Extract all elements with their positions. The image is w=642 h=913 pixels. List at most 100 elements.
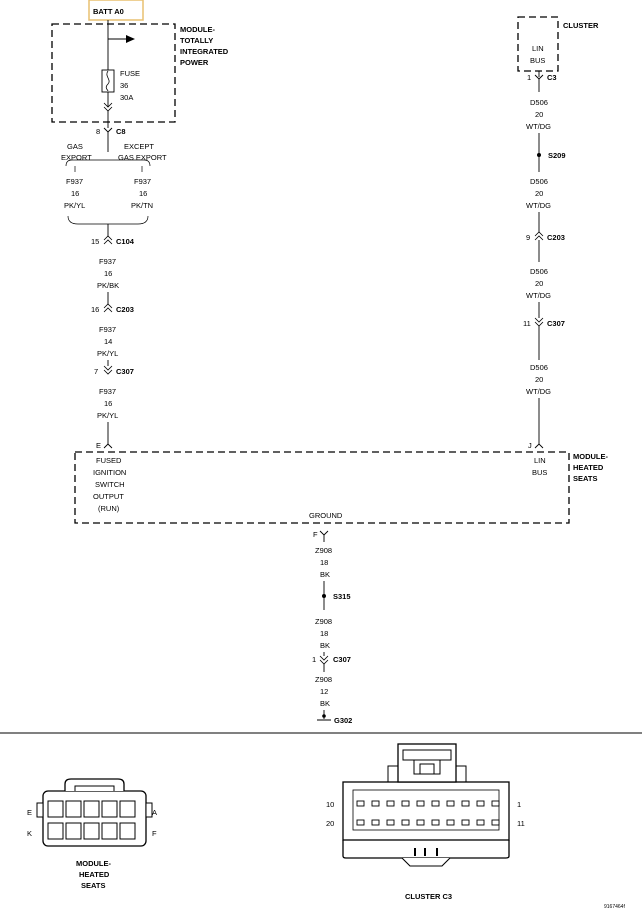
wire-z908-c-circuit: Z908	[315, 675, 332, 684]
wire-d506-c-color: WT/DG	[526, 291, 551, 300]
tipm-title-4: POWER	[180, 58, 209, 67]
c307-left-pin: 7	[94, 367, 98, 376]
c104-name: C104	[116, 237, 135, 246]
c203-left-connector-icon	[103, 303, 113, 313]
seats-connector-pin-f: F	[152, 829, 157, 838]
wire-d506-d-color: WT/DG	[526, 387, 551, 396]
seats-connector-caption-2: HEATED	[79, 870, 110, 879]
fuse-rating: 30A	[120, 93, 133, 102]
pin-j-label: J	[528, 441, 532, 450]
s209-splice-icon	[537, 153, 541, 157]
c307-right-pin: 11	[523, 319, 531, 328]
pin-e-label: E	[96, 441, 101, 450]
heated-seats-lin-2: BUS	[532, 468, 547, 477]
batt-label-box	[88, 0, 144, 21]
fuse-number: 36	[120, 81, 128, 90]
wire-d506-c-circuit: D506	[530, 267, 548, 276]
c104-pin: 15	[91, 237, 99, 246]
c307-left-connector-icon	[103, 365, 113, 375]
wire-z908-a-gauge: 18	[320, 558, 328, 567]
wire-d506-b-color: WT/DG	[526, 201, 551, 210]
c307-ground-name: C307	[333, 655, 351, 664]
seats-connector-pin-k: K	[27, 829, 32, 838]
tipm-title-2: TOTALLY	[180, 36, 213, 45]
option-gas-1: GAS	[67, 142, 83, 151]
c104-connector-icon	[103, 235, 113, 245]
wire-d506-a-circuit: D506	[530, 98, 548, 107]
wire-z908-a-color: BK	[320, 570, 330, 579]
heated-seats-title-1: MODULE-	[573, 452, 608, 461]
wire-d506-d-circuit: D506	[530, 363, 548, 372]
wire-f937-b-color: PK/TN	[131, 201, 153, 210]
seats-connector-caption-3: SEATS	[81, 881, 105, 890]
heated-seats-ground-label: GROUND	[309, 511, 343, 520]
wire-z908-c-color: BK	[320, 699, 330, 708]
bus-arrow-icon	[126, 35, 135, 43]
wire-f937-d-circuit: F937	[99, 325, 116, 334]
wire-f937-e-gauge: 16	[104, 399, 112, 408]
wire-f937-a-circuit: F937	[66, 177, 83, 186]
g302-label: G302	[334, 716, 352, 725]
wire-f937-a-color: PK/YL	[64, 201, 85, 210]
wire-z908-b-color: BK	[320, 641, 330, 650]
wire-z908-c-gauge: 12	[320, 687, 328, 696]
heated-seats-lin-1: LIN	[534, 456, 546, 465]
option-except-2: GAS EXPORT	[118, 153, 167, 162]
option-gas-2: EXPORT	[61, 153, 92, 162]
wire-d506-a-gauge: 20	[535, 110, 543, 119]
tipm-title-1: MODULE-	[180, 25, 215, 34]
cluster-lin-1: LIN	[532, 44, 544, 53]
wire-d506-b-gauge: 20	[535, 189, 543, 198]
heated-seats-input-2: IGNITION	[93, 468, 126, 477]
option-join-bracket	[67, 215, 149, 225]
wire-f937-e-circuit: F937	[99, 387, 116, 396]
cluster-module-box	[517, 16, 559, 72]
pin-f-connector-icon	[319, 530, 329, 536]
heated-seats-input-3: SWITCH	[95, 480, 125, 489]
cluster-connector-pin-10: 10	[326, 800, 334, 809]
c203-right-pin: 9	[526, 233, 530, 242]
wire-f937-c-gauge: 16	[104, 269, 112, 278]
wire-f937-a-gauge: 16	[71, 189, 79, 198]
heated-seats-input-1: FUSED	[96, 456, 122, 465]
c307-ground-pin: 1	[312, 655, 316, 664]
figure-reference-id: 9167464f	[604, 904, 625, 910]
heated-seats-connector-face	[36, 778, 153, 847]
s315-label: S315	[333, 592, 351, 601]
s209-label: S209	[548, 151, 566, 160]
heated-seats-input-4: OUTPUT	[93, 492, 124, 501]
c8-name: C8	[116, 127, 126, 136]
heated-seats-title-3: SEATS	[573, 474, 597, 483]
option-split-bracket	[65, 159, 151, 167]
wire-d506-c-gauge: 20	[535, 279, 543, 288]
c307-right-name: C307	[547, 319, 565, 328]
batt-label: BATT A0	[93, 7, 124, 16]
c203-left-pin: 16	[91, 305, 99, 314]
cluster-connector-pin-1: 1	[517, 800, 521, 809]
wire-z908-a-circuit: Z908	[315, 546, 332, 555]
pin-e-connector-icon	[103, 443, 113, 449]
wire-z908-b-circuit: Z908	[315, 617, 332, 626]
heated-seats-module-box	[74, 451, 570, 524]
wire-d506-a-color: WT/DG	[526, 122, 551, 131]
cluster-connector-pin-20: 20	[326, 819, 334, 828]
c203-right-connector-icon	[534, 231, 544, 241]
pin-f-label: F	[313, 530, 318, 539]
wire-d506-b-circuit: D506	[530, 177, 548, 186]
c203-right-name: C203	[547, 233, 565, 242]
option-except-1: EXCEPT	[124, 142, 154, 151]
s315-splice-icon	[322, 594, 326, 598]
wire-f937-d-color: PK/YL	[97, 349, 118, 358]
c3-name: C3	[547, 73, 557, 82]
wire-f937-e-color: PK/YL	[97, 411, 118, 420]
heated-seats-input-5: (RUN)	[98, 504, 120, 513]
fuse-icon	[101, 69, 115, 93]
cluster-title: CLUSTER	[563, 21, 599, 30]
ground-icon	[317, 714, 331, 721]
seats-connector-pin-a: A	[152, 808, 157, 817]
wire-f937-c-color: PK/BK	[97, 281, 119, 290]
heated-seats-title-2: HEATED	[573, 463, 604, 472]
c8-pin: 8	[96, 127, 100, 136]
c307-right-connector-icon	[534, 317, 544, 327]
